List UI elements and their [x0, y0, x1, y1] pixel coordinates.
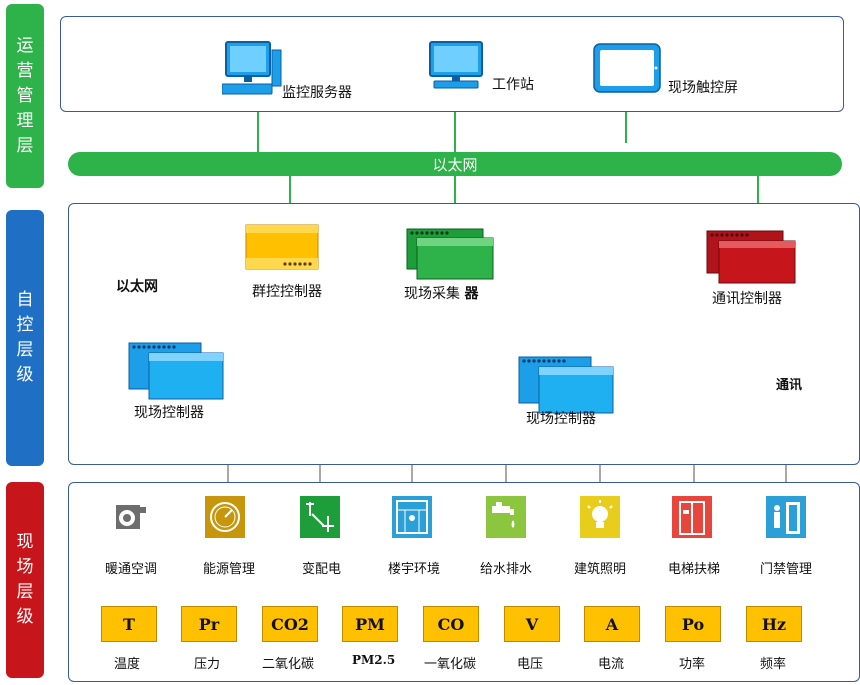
sensor-voltage: V	[504, 606, 560, 642]
sensor-symbol: Po	[681, 614, 705, 634]
hvac-fan-icon	[112, 499, 148, 537]
access-door-icon	[766, 496, 806, 538]
server-label: 监控服务器	[282, 85, 352, 101]
field-controller-right-label: 现场控制器	[526, 411, 596, 427]
layer-label-char: 级	[16, 365, 34, 385]
layer-label-char: 场	[16, 557, 34, 577]
layer-label-char: 运	[16, 35, 34, 56]
ethernet-side-label: 以太网	[116, 279, 158, 295]
sensor-label-pm: PM2.5	[352, 653, 396, 667]
sensor-symbol: Pr	[198, 614, 220, 634]
energy-gauge-icon	[205, 496, 245, 538]
subsystem-label-power: 变配电	[302, 562, 342, 577]
sensor-label-voltage: 电压	[517, 657, 544, 672]
sensor-symbol: PM	[355, 614, 385, 634]
subsystem-label-elevator: 电梯扶梯	[668, 562, 721, 577]
subsystem-label-energy: 能源管理	[203, 562, 256, 577]
sensor-symbol: A	[605, 614, 619, 634]
workstation-computer-icon	[429, 41, 483, 89]
sensor-label-current: 电流	[598, 657, 625, 672]
sensor-label-power: 功率	[679, 657, 706, 672]
field-collector-label-a: 现场采集	[404, 286, 460, 302]
elevator-icon	[672, 496, 712, 538]
layer-label-control: 自控层级	[6, 210, 44, 466]
sensor-symbol: V	[525, 614, 539, 634]
sensor-symbol: CO	[437, 614, 465, 634]
field-controller-left-label: 现场控制器	[134, 405, 204, 421]
field-collector-label: 现场采集 器	[404, 283, 478, 303]
layer-label-field: 现场层级	[6, 482, 44, 678]
touchscreen-tablet-icon	[593, 43, 661, 93]
sensor-power: Po	[665, 606, 721, 642]
group-controller-label: 群控控制器	[252, 284, 322, 300]
subsystem-label-environment: 楼宇环境	[388, 562, 441, 577]
comm-controller-icon	[706, 230, 796, 284]
sensor-label-co2: 二氧化碳	[262, 657, 315, 672]
field-collector-icon	[406, 228, 494, 280]
building-environment-icon	[392, 496, 432, 538]
layer-label-char: 层	[16, 582, 34, 602]
sensor-label-co: 一氧化碳	[424, 657, 477, 672]
workstation-label: 工作站	[492, 77, 534, 93]
sensor-symbol: Hz	[761, 614, 787, 634]
ethernet-bus: 以太网	[68, 152, 842, 176]
comm-controller-label: 通讯控制器	[712, 291, 782, 307]
sensor-temperature: T	[101, 606, 157, 642]
ethernet-bus-label: 以太网	[432, 155, 478, 174]
layer-label-char: 现	[16, 532, 34, 552]
layer-label-char: 层	[16, 340, 34, 360]
layer-label-char: 层	[16, 135, 34, 156]
sensor-co2: CO2	[262, 606, 318, 642]
field-controller-left-icon	[128, 342, 224, 400]
subsystem-label-access: 门禁管理	[760, 562, 813, 577]
sensor-pm: PM	[342, 606, 398, 642]
server-computer-icon	[222, 41, 282, 95]
layer-label-char: 营	[16, 60, 34, 81]
layer-label-management: 运营管理层	[6, 4, 44, 188]
touchscreen-label: 现场触控屏	[668, 80, 738, 96]
sensor-symbol: T	[123, 614, 135, 634]
subsystem-label-hvac: 暖通空调	[105, 562, 158, 577]
water-tap-icon	[486, 496, 526, 538]
sensor-co: CO	[423, 606, 479, 642]
layer-label-char: 管	[16, 85, 34, 106]
layer-label-char: 级	[16, 607, 34, 627]
sensor-symbol: CO2	[271, 614, 309, 634]
sensor-label-frequency: 频率	[760, 657, 787, 672]
field-layer-box	[68, 482, 860, 682]
sensor-frequency: Hz	[746, 606, 802, 642]
field-collector-label-b: 器	[464, 286, 479, 302]
field-controller-right-icon	[518, 356, 614, 414]
lightbulb-icon	[580, 496, 620, 538]
group-controller-icon	[245, 224, 319, 270]
sensor-label-pressure: 压力	[194, 657, 221, 672]
layer-label-char: 自	[16, 290, 34, 310]
sensor-label-temperature: 温度	[114, 657, 141, 672]
sensor-current: A	[584, 606, 640, 642]
layer-label-char: 控	[16, 315, 34, 335]
power-distribution-icon	[300, 496, 340, 538]
subsystem-label-lighting: 建筑照明	[574, 562, 627, 577]
subsystem-label-water: 给水排水	[480, 562, 533, 577]
sensor-pressure: Pr	[181, 606, 237, 642]
comm-link-label: 通讯	[776, 378, 803, 393]
layer-label-char: 理	[16, 110, 34, 131]
